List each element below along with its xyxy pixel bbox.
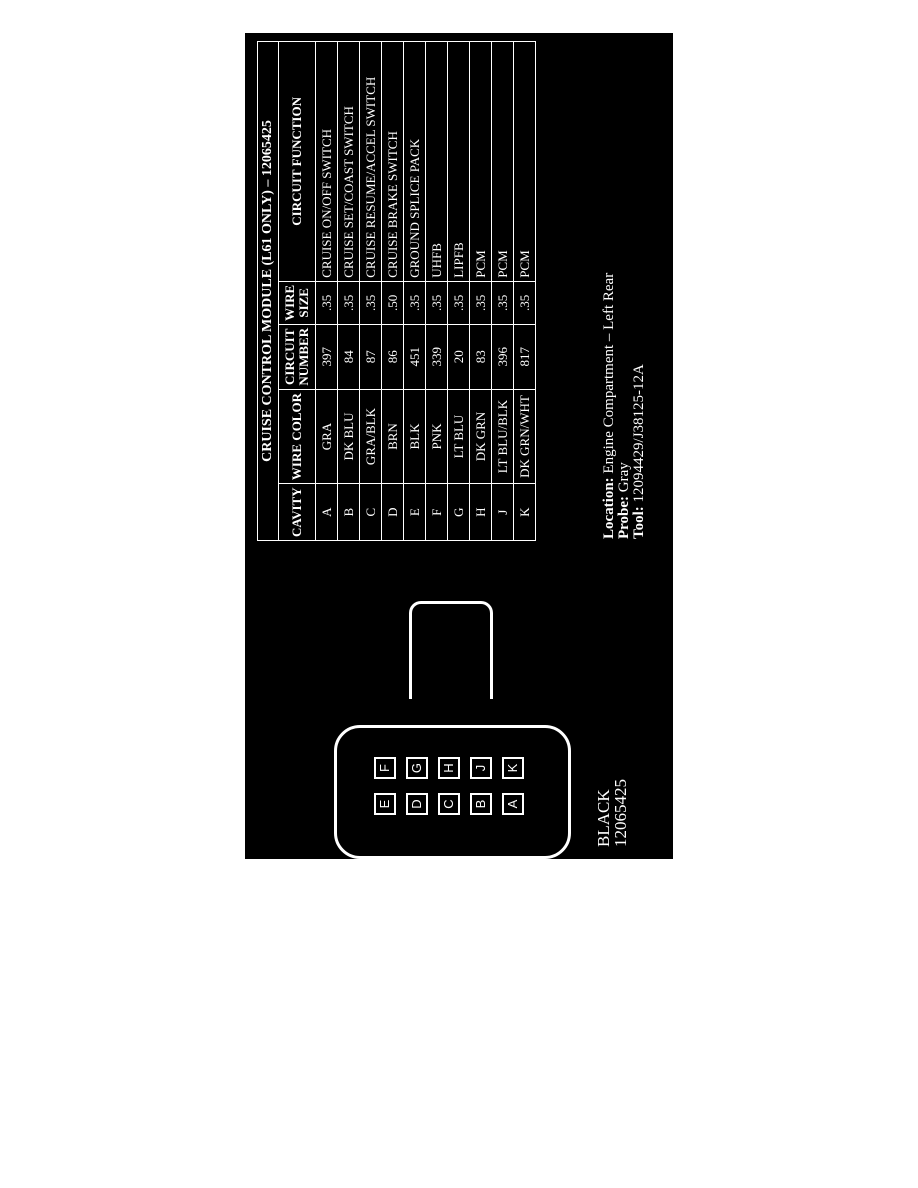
cell-circuit-number: 397 bbox=[315, 324, 338, 390]
probe-label: Probe: bbox=[616, 495, 632, 539]
cell-circuit-function: CRUISE SET/COAST SWITCH bbox=[337, 41, 360, 282]
tool-value: 12094429/J38125-12A bbox=[631, 364, 647, 503]
cell-circuit-function: PCM bbox=[491, 41, 514, 282]
cell-circuit-number: 20 bbox=[447, 324, 470, 390]
header-wire-size: WIRE SIZE bbox=[278, 281, 316, 325]
cell-circuit-number: 339 bbox=[425, 324, 448, 390]
cell-cavity: J bbox=[491, 483, 514, 541]
cell-wire-color: DK GRN bbox=[469, 389, 492, 484]
cell-wire-color: LT BLU/BLK bbox=[491, 389, 514, 484]
probe-value: Gray bbox=[616, 462, 632, 493]
cell-cavity: G bbox=[447, 483, 470, 541]
location-value: Engine Compartment – Left Rear bbox=[601, 272, 617, 474]
header-cavity: CAVITY bbox=[278, 483, 316, 541]
pin-g: G bbox=[406, 757, 428, 779]
pin-a: A bbox=[502, 793, 524, 815]
cell-circuit-function: GROUND SPLICE PACK bbox=[403, 41, 426, 282]
header-wire-color: WIRE COLOR bbox=[278, 389, 316, 484]
pin-f: F bbox=[374, 757, 396, 779]
connector-housing bbox=[334, 725, 571, 859]
cell-cavity: E bbox=[403, 483, 426, 541]
connector-color-label: BLACK bbox=[594, 789, 613, 847]
cell-wire-color: PNK bbox=[425, 389, 448, 484]
cell-wire-size: .35 bbox=[513, 281, 536, 325]
cell-circuit-function: PCM bbox=[513, 41, 536, 282]
cell-circuit-number: 396 bbox=[491, 324, 514, 390]
probe-line: Probe: Gray bbox=[616, 273, 632, 539]
cell-wire-size: .35 bbox=[491, 281, 514, 325]
cell-circuit-number: 87 bbox=[359, 324, 382, 390]
cell-circuit-function: CRUISE BRAKE SWITCH bbox=[381, 41, 404, 282]
cell-cavity: H bbox=[469, 483, 492, 541]
pin-c: C bbox=[438, 793, 460, 815]
table-header-row: CAVITY WIRE COLOR CIRCUIT NUMBER WIRE SI… bbox=[278, 41, 316, 541]
cell-circuit-number: 86 bbox=[381, 324, 404, 390]
cell-wire-color: DK BLU bbox=[337, 389, 360, 484]
cell-wire-size: .35 bbox=[447, 281, 470, 325]
pin-k: K bbox=[502, 757, 524, 779]
cell-circuit-function: UHFB bbox=[425, 41, 448, 282]
cell-circuit-number: 83 bbox=[469, 324, 492, 390]
cell-circuit-function: PCM bbox=[469, 41, 492, 282]
pin-j: J bbox=[470, 757, 492, 779]
cell-circuit-function: CRUISE RESUME/ACCEL SWITCH bbox=[359, 41, 382, 282]
cell-cavity: F bbox=[425, 483, 448, 541]
cell-wire-size: .35 bbox=[315, 281, 338, 325]
table-title: CRUISE CONTROL MODULE (L61 ONLY) – 12065… bbox=[257, 41, 278, 541]
cell-wire-color: GRA/BLK bbox=[359, 389, 382, 484]
cell-wire-size: .50 bbox=[381, 281, 404, 325]
cell-wire-color: BLK bbox=[403, 389, 426, 484]
tool-label: Tool: bbox=[631, 506, 647, 539]
connector-caption: BLACK 12065425 bbox=[594, 779, 630, 847]
cell-wire-size: .35 bbox=[359, 281, 382, 325]
cell-wire-size: .35 bbox=[337, 281, 360, 325]
cell-cavity: B bbox=[337, 483, 360, 541]
cell-circuit-number: 451 bbox=[403, 324, 426, 390]
connector-locking-tab bbox=[409, 601, 493, 699]
cell-circuit-function: CRUISE ON/OFF SWITCH bbox=[315, 41, 338, 282]
cell-wire-color: BRN bbox=[381, 389, 404, 484]
cell-wire-size: .35 bbox=[469, 281, 492, 325]
cell-circuit-number: 817 bbox=[513, 324, 536, 390]
pin-b: B bbox=[470, 793, 492, 815]
cell-cavity: C bbox=[359, 483, 382, 541]
connector-part-number: 12065425 bbox=[611, 779, 630, 847]
pinout-table: CRUISE CONTROL MODULE (L61 ONLY) – 12065… bbox=[257, 41, 536, 541]
cell-wire-size: .35 bbox=[425, 281, 448, 325]
pin-e: E bbox=[374, 793, 396, 815]
cell-wire-color: GRA bbox=[315, 389, 338, 484]
cell-circuit-function: LIPFB bbox=[447, 41, 470, 282]
cell-wire-color: DK GRN/WHT bbox=[513, 389, 536, 484]
cell-circuit-number: 84 bbox=[337, 324, 360, 390]
cell-cavity: A bbox=[315, 483, 338, 541]
location-label: Location: bbox=[601, 477, 617, 539]
pin-d: D bbox=[406, 793, 428, 815]
pin-h: H bbox=[438, 757, 460, 779]
location-line: Location: Engine Compartment – Left Rear bbox=[601, 272, 617, 539]
cell-cavity: D bbox=[381, 483, 404, 541]
tool-line: Tool: 12094429/J38125-12A bbox=[631, 273, 647, 539]
header-circuit-number: CIRCUIT NUMBER bbox=[278, 324, 316, 390]
cell-wire-size: .35 bbox=[403, 281, 426, 325]
location-info: Location: Engine Compartment – Left Rear… bbox=[601, 272, 647, 539]
pinout-table-wrap: CRUISE CONTROL MODULE (L61 ONLY) – 12065… bbox=[257, 41, 536, 541]
cell-wire-color: LT BLU bbox=[447, 389, 470, 484]
cell-cavity: K bbox=[513, 483, 536, 541]
header-circuit-function: CIRCUIT FUNCTION bbox=[278, 41, 316, 282]
